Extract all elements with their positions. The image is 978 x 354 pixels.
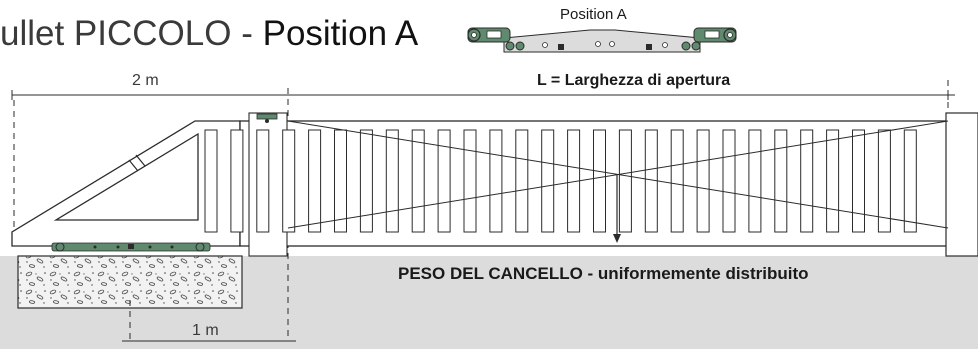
gate-slat — [852, 129, 865, 233]
inset-label: Position A — [560, 6, 627, 23]
gate-slat — [463, 129, 477, 233]
bottom-bracket — [51, 242, 211, 252]
dimension-top-left: 2 m — [132, 72, 159, 89]
opening-width-label: L = Larghezza di apertura — [537, 72, 731, 89]
gate-slat — [489, 129, 503, 233]
gate-slat — [204, 129, 218, 233]
gate-slat — [826, 129, 840, 233]
gate-tail — [11, 120, 241, 247]
top-dimension-line — [11, 90, 955, 100]
gate-slat — [359, 129, 373, 233]
gate-end-post — [945, 112, 978, 257]
gate-weight-note: PESO DEL CANCELLO - uniformemente distri… — [398, 264, 809, 283]
weight-arrow — [613, 175, 621, 243]
gate-slat — [903, 129, 917, 233]
gate-slat — [593, 129, 606, 233]
gate-slat — [385, 129, 399, 233]
title-main: Position A — [262, 14, 419, 53]
gate-slats — [204, 129, 917, 233]
gate-slat — [411, 129, 425, 233]
gate-slat — [722, 129, 736, 233]
gate-slat — [437, 129, 451, 233]
gate-slat — [256, 129, 270, 233]
gate-slat — [618, 129, 632, 233]
gate-slat — [308, 129, 322, 233]
gate-slat — [696, 129, 710, 233]
top-roller — [256, 113, 278, 123]
page-title: ullet PICCOLO - Position A — [0, 14, 418, 54]
gate-slat — [748, 129, 762, 233]
title-prefix: ullet PICCOLO - — [0, 14, 253, 53]
gate-slat — [877, 129, 891, 233]
gate-slat — [230, 129, 244, 233]
gate-slat — [800, 129, 814, 233]
gate-slat — [541, 129, 555, 233]
gate-slat — [774, 129, 788, 233]
gate-slat — [670, 129, 684, 233]
cross-bracing — [287, 120, 949, 229]
gate-slat — [334, 129, 347, 233]
track-inset-illustration — [467, 27, 737, 53]
gate-slat — [282, 129, 296, 233]
gate-slat — [515, 129, 529, 233]
diagonal-splice — [128, 154, 146, 172]
dimension-bottom: 1 m — [192, 322, 219, 339]
